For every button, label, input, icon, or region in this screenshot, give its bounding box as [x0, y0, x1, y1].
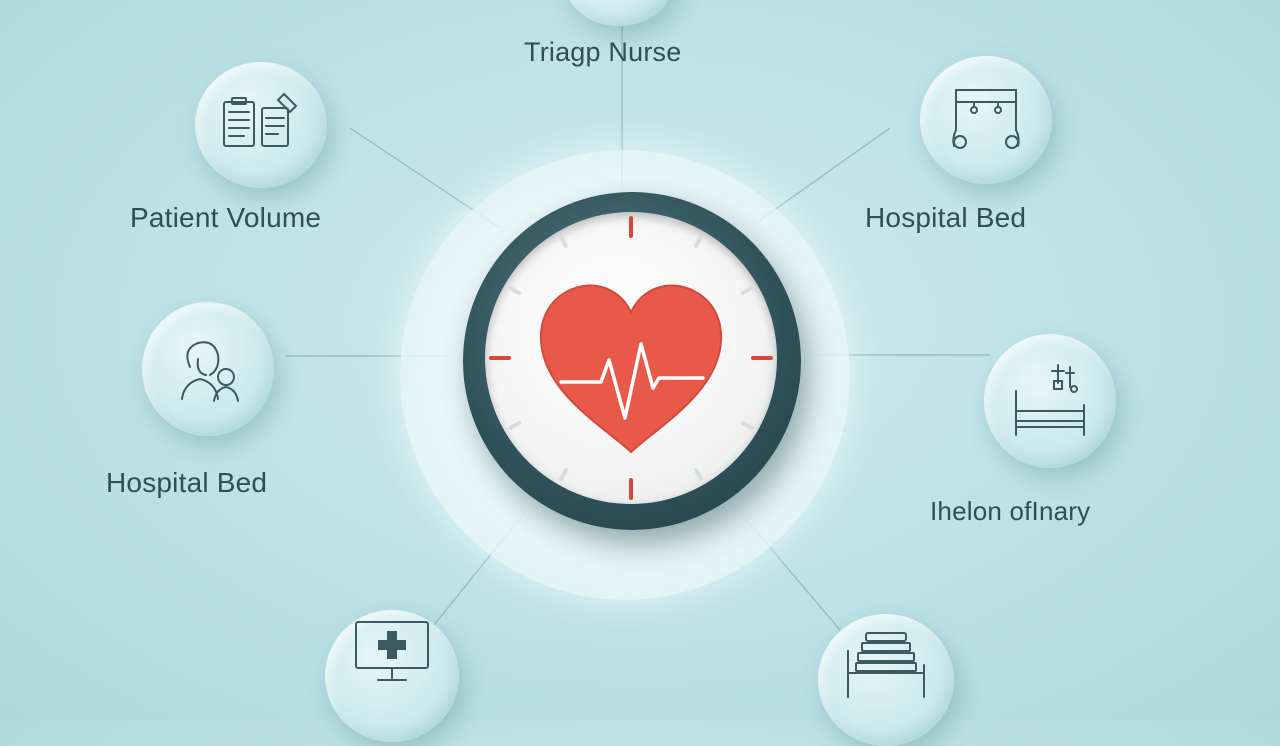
clock-face — [485, 212, 777, 504]
label-top-right: Hospital Bed — [865, 202, 1027, 233]
connector-top-right — [759, 127, 891, 221]
node-hospital-bed-top[interactable] — [920, 56, 1052, 184]
heart-pulse-icon — [539, 284, 723, 454]
tick-10 — [508, 286, 521, 295]
center-clock[interactable] — [463, 192, 801, 530]
node-patients[interactable] — [142, 302, 274, 436]
tick-5 — [694, 468, 703, 481]
tick-1 — [694, 235, 703, 248]
patient-people-icon — [181, 341, 239, 402]
stacked-bed-icon — [847, 632, 925, 698]
label-mid-left: Hospital Bed — [106, 467, 268, 498]
label-top: Triagp Nurse — [524, 37, 682, 67]
clipboard-document-icon — [223, 92, 298, 147]
label-mid-right: Ihelon ofInary — [930, 496, 1091, 526]
tick-7 — [559, 468, 568, 481]
node-monitor[interactable] — [325, 610, 459, 742]
node-stacked-bed[interactable] — [818, 614, 954, 746]
node-hospital-bed-right[interactable] — [984, 334, 1116, 468]
pulse-line — [559, 342, 705, 420]
tick-8 — [508, 421, 521, 430]
clock-ticks — [489, 216, 773, 500]
tick-2 — [741, 286, 754, 295]
tick-11 — [559, 235, 568, 248]
node-patient-volume[interactable] — [195, 62, 327, 188]
medical-monitor-icon — [355, 621, 429, 681]
label-top-left: Patient Volume — [130, 202, 322, 233]
bed-frame-icon — [952, 89, 1020, 149]
tick-4 — [741, 421, 754, 430]
hospital-bed-icon — [1015, 364, 1085, 436]
